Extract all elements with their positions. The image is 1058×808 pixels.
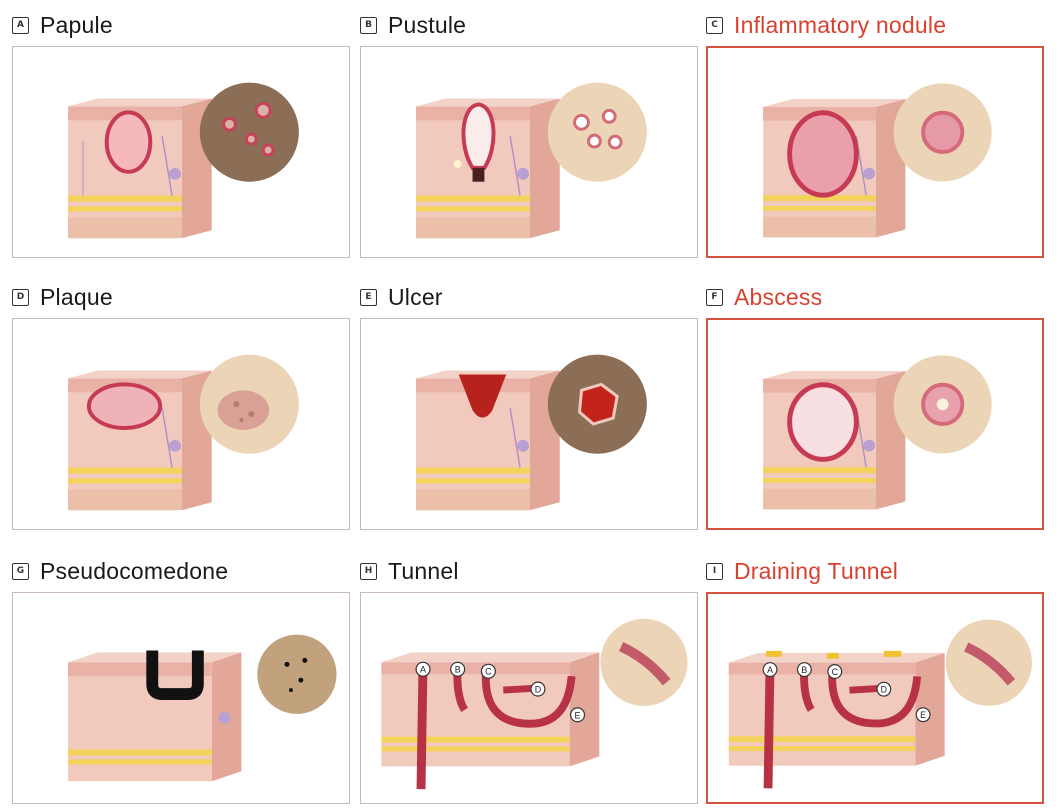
tunnel-marker-label: E — [575, 710, 581, 720]
panel-letter-badge: C — [706, 17, 723, 34]
panel-title: Pseudocomedone — [40, 558, 228, 585]
panel-inflammatory-nodule: C Inflammatory nodule — [706, 8, 1046, 260]
skin-cross-section-illustration — [361, 47, 697, 257]
panel-title: Pustule — [388, 12, 466, 39]
panel-letter-badge: G — [12, 563, 29, 580]
tunnel-marker-label: E — [920, 710, 926, 720]
tunnel-marker-label: D — [535, 685, 541, 695]
panel-title: Abscess — [734, 284, 822, 311]
panel-title: Plaque — [40, 284, 113, 311]
panel-letter-badge: B — [360, 17, 377, 34]
tunnel-marker-label: A — [420, 665, 426, 675]
panel-letter-badge: I — [706, 563, 723, 580]
illustration-frame: A B C D E — [706, 592, 1044, 804]
panel-title: Draining Tunnel — [734, 558, 898, 585]
panel-letter-badge: F — [706, 289, 723, 306]
skin-cross-section-illustration — [708, 48, 1042, 256]
tunnel-marker-label: C — [832, 667, 839, 677]
tunnel-marker-label: B — [455, 665, 461, 675]
tunnel-marker-label: B — [801, 665, 807, 675]
illustration-frame: A B C D E — [360, 592, 698, 804]
panel-pseudocomedone: G Pseudocomedone — [12, 554, 352, 806]
skin-cross-section-illustration — [13, 593, 349, 803]
illustration-frame — [12, 318, 350, 530]
illustration-frame — [360, 318, 698, 530]
panel-title: Inflammatory nodule — [734, 12, 946, 39]
tunnel-marker-label: A — [767, 665, 773, 675]
panel-papule: A Papule — [12, 8, 352, 260]
skin-cross-section-illustration: A B C D E — [708, 594, 1042, 802]
panel-ulcer: E Ulcer — [360, 280, 700, 532]
panel-abscess: F Abscess — [706, 280, 1046, 532]
panel-letter-badge: A — [12, 17, 29, 34]
panel-letter-badge: H — [360, 563, 377, 580]
illustration-frame — [12, 46, 350, 258]
panel-letter-badge: E — [360, 289, 377, 306]
tunnel-marker-label: D — [881, 685, 887, 695]
skin-cross-section-illustration — [361, 319, 697, 529]
panel-plaque: D Plaque — [12, 280, 352, 532]
panel-title: Ulcer — [388, 284, 443, 311]
panel-letter-badge: D — [12, 289, 29, 306]
skin-cross-section-illustration: A B C D E — [361, 593, 697, 803]
skin-cross-section-illustration — [708, 320, 1042, 528]
skin-cross-section-illustration — [13, 319, 349, 529]
illustration-frame — [12, 592, 350, 804]
panel-title: Papule — [40, 12, 113, 39]
tunnel-marker-label: C — [485, 667, 492, 677]
illustration-frame — [706, 46, 1044, 258]
panel-title: Tunnel — [388, 558, 459, 585]
illustration-frame — [706, 318, 1044, 530]
panel-tunnel: H Tunnel A B C D — [360, 554, 700, 806]
illustration-frame — [360, 46, 698, 258]
panel-pustule: B Pustule — [360, 8, 700, 260]
skin-cross-section-illustration — [13, 47, 349, 257]
panel-draining-tunnel: I Draining Tunnel A B C — [706, 554, 1046, 806]
